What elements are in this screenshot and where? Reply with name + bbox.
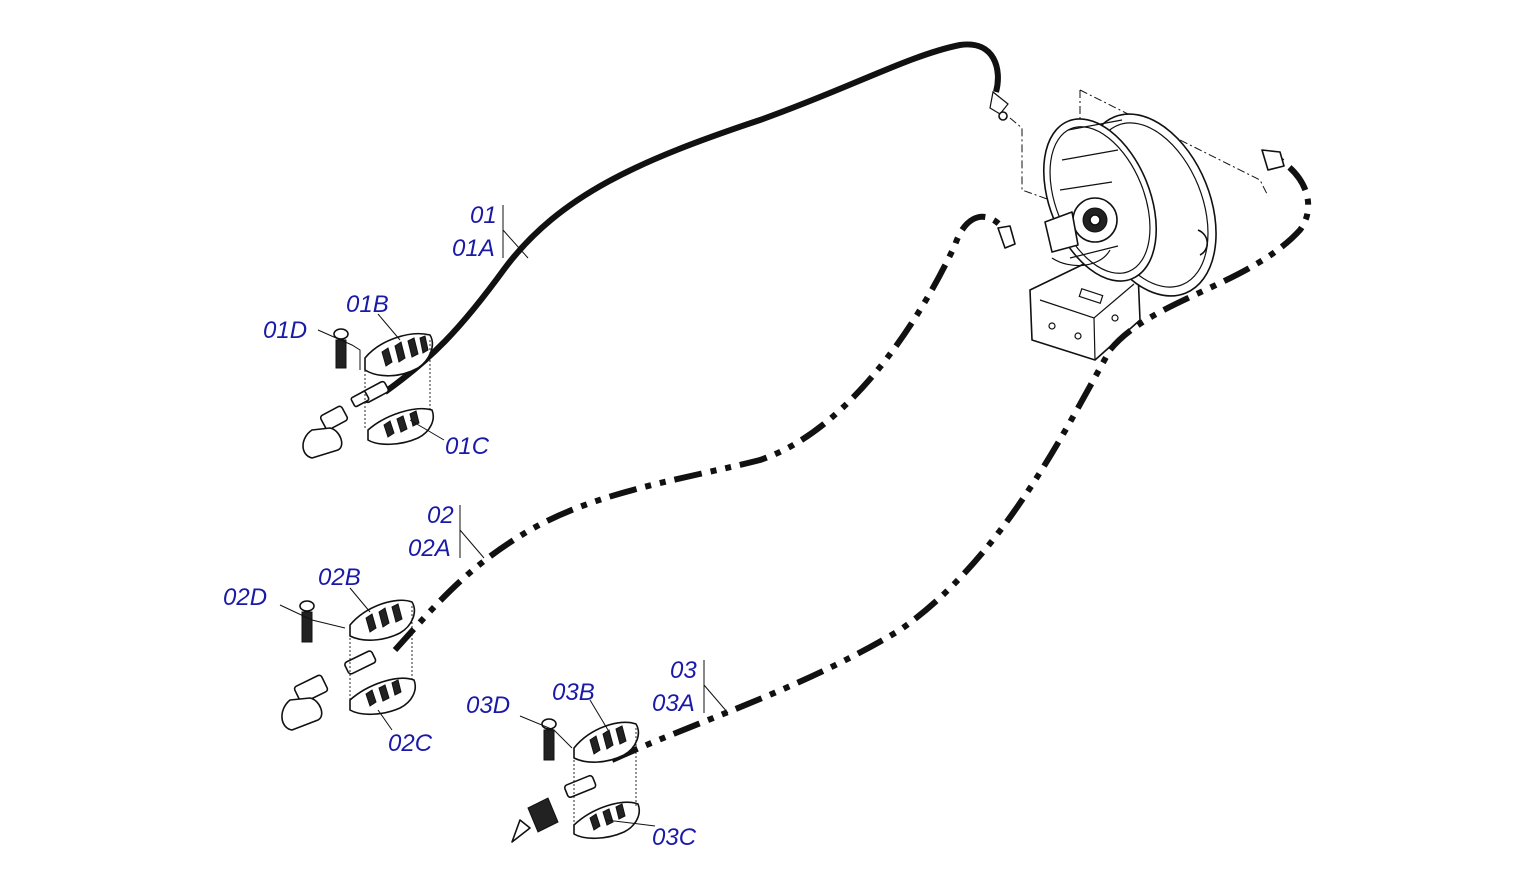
label-01d: 01D bbox=[263, 317, 307, 344]
leader-lines bbox=[279, 205, 729, 827]
screw-01d bbox=[333, 328, 349, 369]
label-02: 02 bbox=[427, 502, 454, 529]
callout-labels: 01 01A 01B 01D 01C 02 02A 02B 02D 02C 03… bbox=[223, 202, 697, 851]
label-02a: 02A bbox=[408, 535, 451, 562]
label-01b: 01B bbox=[346, 291, 389, 318]
nozzle-03 bbox=[511, 797, 559, 843]
grip-sleeve-top-01b bbox=[364, 333, 434, 377]
label-02d: 02D bbox=[223, 584, 267, 611]
hose-end-assembly-02 bbox=[281, 599, 416, 731]
hose-end-assembly-03 bbox=[511, 718, 640, 843]
hose-02 bbox=[392, 213, 1003, 653]
label-01: 01 bbox=[470, 202, 497, 229]
label-03c: 03C bbox=[652, 824, 697, 851]
screw-03d bbox=[541, 718, 557, 761]
hose-01-fitting bbox=[989, 90, 1009, 115]
grip-sleeve-top-02b bbox=[349, 599, 416, 641]
hose-end-assembly-01 bbox=[302, 328, 434, 459]
grip-sleeve-bottom-01c bbox=[367, 407, 434, 446]
quick-coupler-02 bbox=[281, 674, 329, 731]
label-03b: 03B bbox=[552, 679, 595, 706]
quick-coupler-01 bbox=[302, 405, 349, 459]
hose-01 bbox=[383, 41, 1001, 395]
label-01a: 01A bbox=[452, 235, 495, 262]
label-03a: 03A bbox=[652, 690, 695, 717]
grip-sleeve-bottom-02c bbox=[349, 677, 416, 716]
label-02b: 02B bbox=[318, 564, 361, 591]
label-01c: 01C bbox=[445, 433, 490, 460]
label-02c: 02C bbox=[388, 730, 433, 757]
hose-03-fitting bbox=[1261, 149, 1285, 171]
label-03: 03 bbox=[670, 657, 697, 684]
grip-sleeve-top-03b bbox=[573, 721, 640, 763]
hose-02-fitting bbox=[997, 225, 1016, 249]
screw-02d bbox=[299, 600, 315, 643]
hose-reel-assembly bbox=[1009, 89, 1269, 361]
label-03d: 03D bbox=[466, 692, 510, 719]
hose-03 bbox=[610, 157, 1312, 763]
